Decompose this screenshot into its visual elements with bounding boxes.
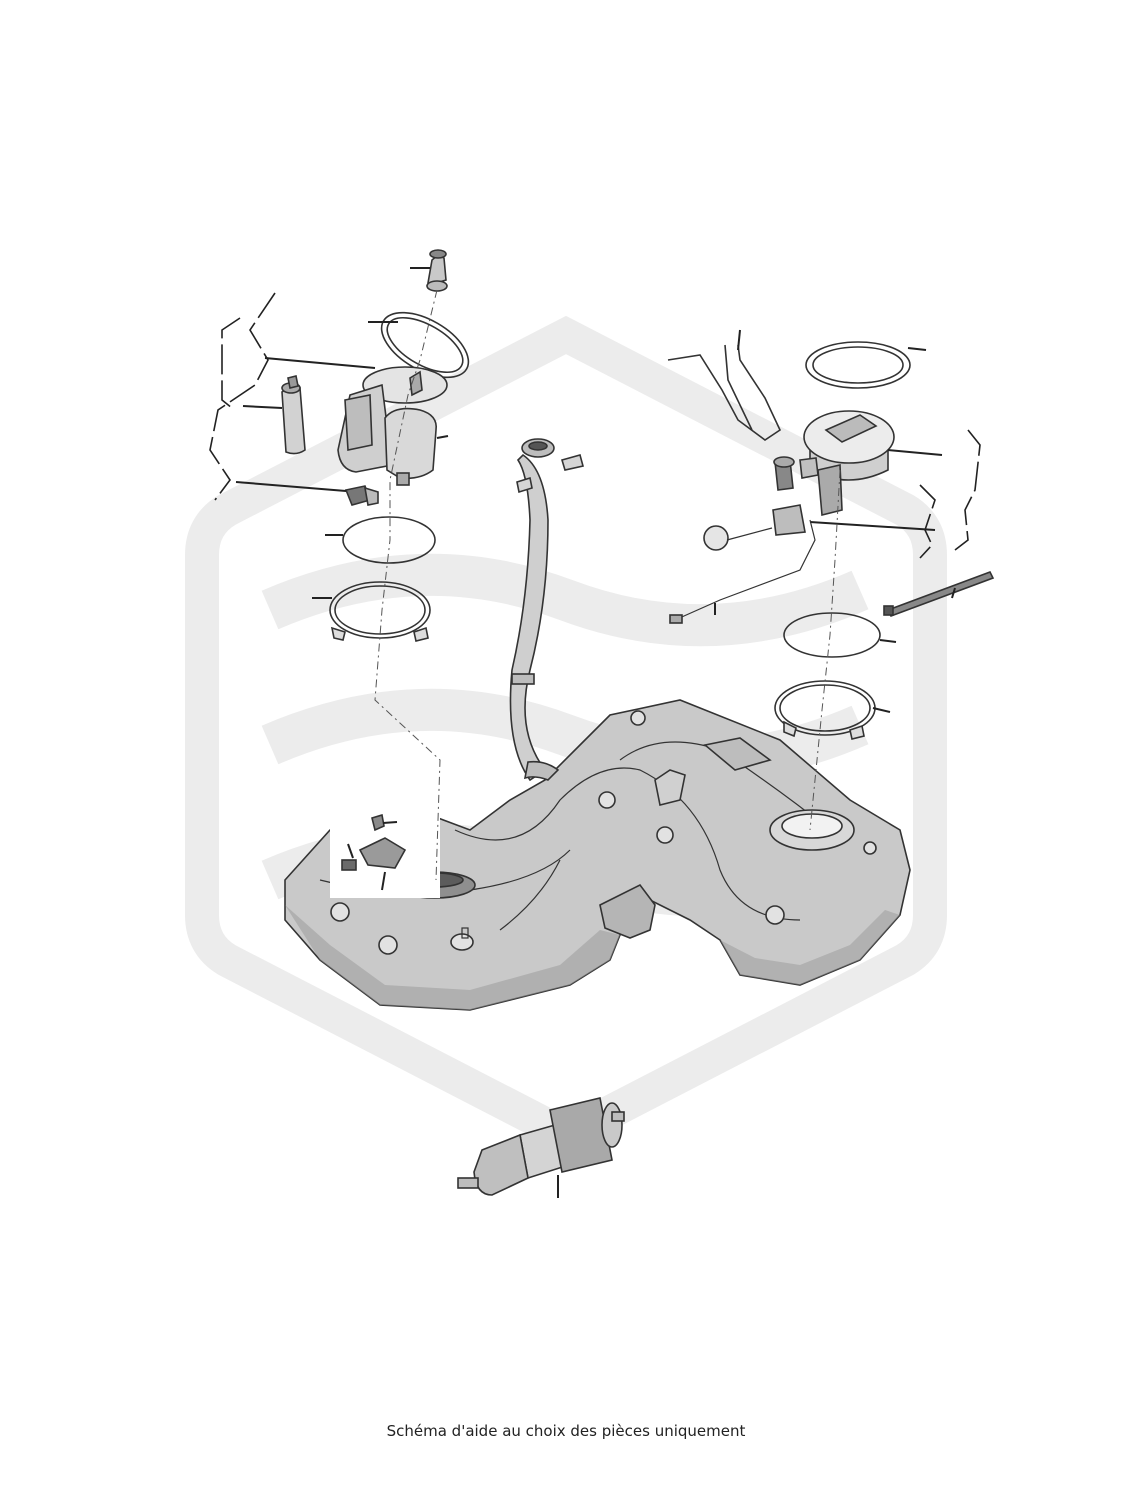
disclaimer-caption: Schéma d'aide au choix des pièces unique…	[386, 1422, 746, 1440]
seal-ring-right[interactable]	[783, 612, 897, 658]
seal-ring-left[interactable]	[325, 516, 436, 564]
right-bracket-lines	[919, 429, 981, 559]
control-unit-bracket[interactable]	[330, 808, 440, 898]
left-axis-line	[374, 289, 441, 881]
float-arm-sensor[interactable]	[703, 456, 936, 551]
pump-connector[interactable]	[235, 481, 379, 506]
wire-harness[interactable]	[669, 519, 816, 624]
fuel-filter[interactable]	[242, 375, 306, 455]
pressure-valve[interactable]	[410, 249, 448, 292]
fuel-sender-unit[interactable]	[799, 410, 943, 517]
retaining-ring-right[interactable]	[774, 680, 891, 740]
vent-pipe[interactable]	[667, 329, 782, 441]
right-axis-line	[809, 469, 841, 831]
cable-tie[interactable]	[883, 570, 995, 618]
inline-fuel-filter[interactable]	[457, 1097, 625, 1198]
left-bracket-lines	[209, 292, 276, 501]
fuel-pump-module[interactable]	[264, 357, 449, 486]
parts-diagram	[185, 249, 995, 1198]
filler-neck[interactable]	[509, 438, 584, 782]
lock-ring-right[interactable]	[805, 341, 927, 389]
